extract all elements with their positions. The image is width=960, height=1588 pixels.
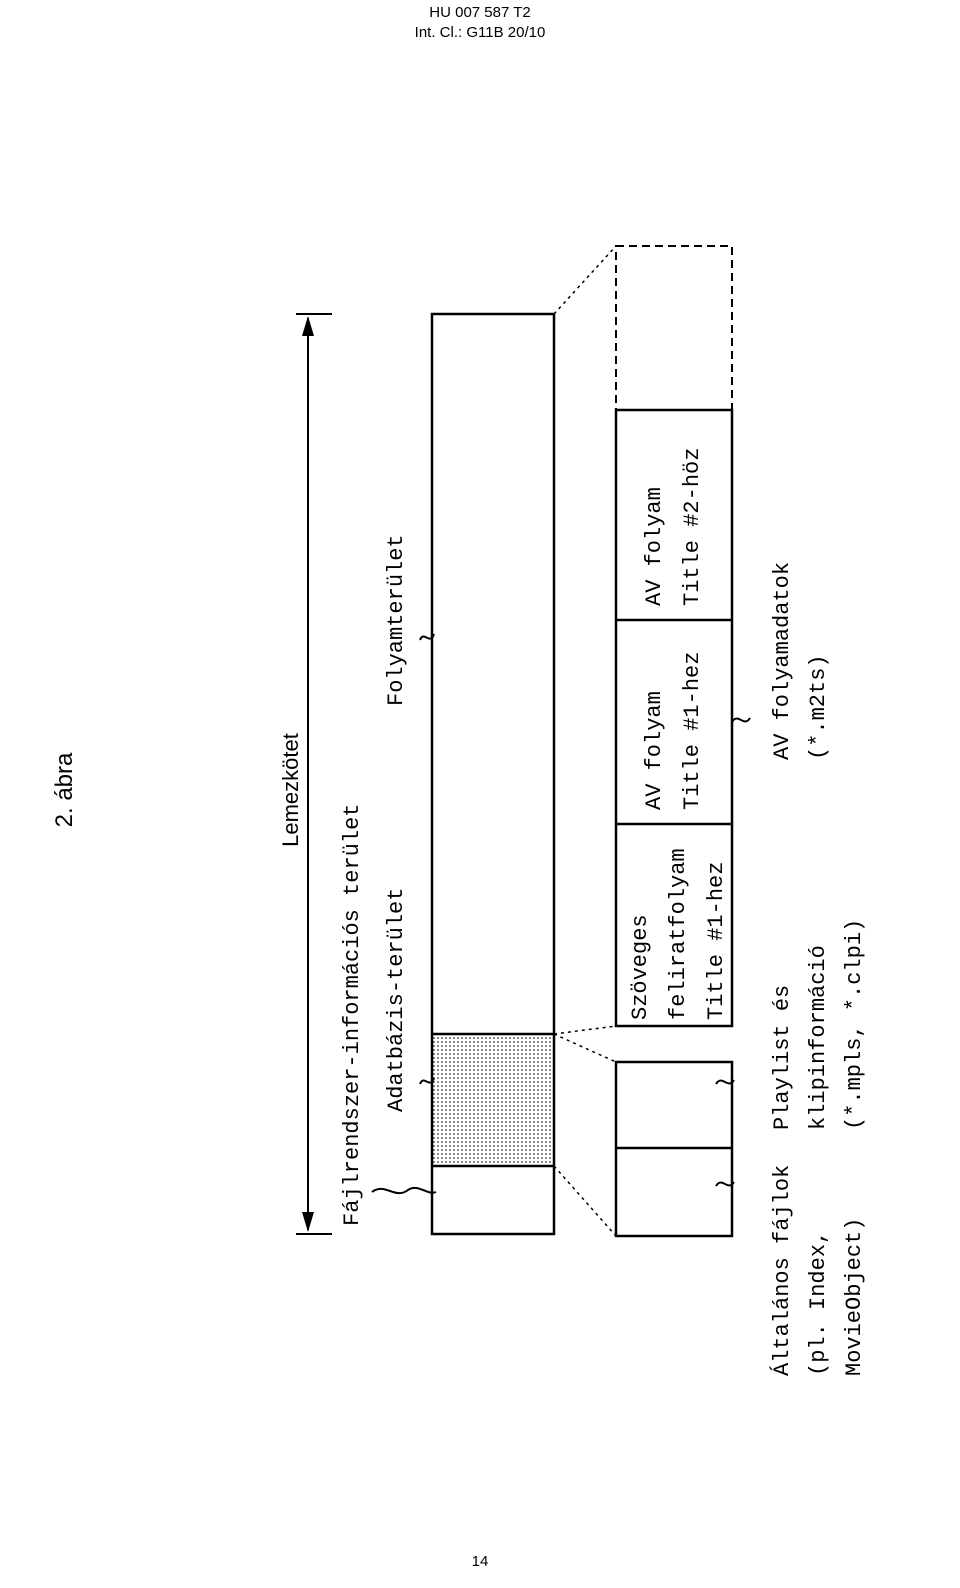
db-area-label: Adatbázis-terület (384, 888, 409, 1112)
av-data-line-2: (*.m2ts) (806, 654, 831, 760)
av-data-line-1: AV folyamadatok (770, 562, 795, 760)
stream-3-line-2: Title #2-höz (680, 448, 705, 606)
playlist-line-2: klipinformáció (806, 945, 831, 1130)
patent-number: HU 007 587 T2 (429, 4, 531, 21)
general-files-line-2: (pl. Index, (806, 1231, 831, 1376)
playlist-line-3: (*.mpls, *.clpi) (842, 919, 867, 1130)
stream-boxes (614, 245, 734, 1028)
stream-3-line-1: AV folyam (642, 487, 667, 606)
fs-info-label: Fájlrendszer-információs terület (340, 804, 365, 1226)
expansion-lines (553, 245, 617, 1237)
volume-label: Lemezkötet (278, 733, 303, 847)
stream-2-line-2: Title #1-hez (680, 652, 705, 810)
stream-1-line-1: Szöveges (628, 914, 653, 1020)
disc-bar (430, 312, 556, 1236)
general-files-line-3: MovieObject) (842, 1218, 867, 1376)
stream-2-line-1: AV folyam (642, 691, 667, 810)
file-boxes (614, 1060, 734, 1238)
playlist-line-1: Playlist és (770, 985, 795, 1130)
figure-label: 2. ábra (51, 752, 78, 827)
stream-1-line-2: feliratfolyam (666, 848, 691, 1020)
page-number: 14 (471, 1553, 489, 1570)
int-cl: Int. Cl.: G11B 20/10 (414, 24, 546, 41)
general-files-line-1: Általános fájlok (769, 1165, 795, 1376)
stream-1-line-3: Title #1-hez (704, 862, 729, 1020)
stream-area-label: Folyamterület (384, 534, 409, 706)
volume-dimension-arrow (296, 313, 332, 1235)
